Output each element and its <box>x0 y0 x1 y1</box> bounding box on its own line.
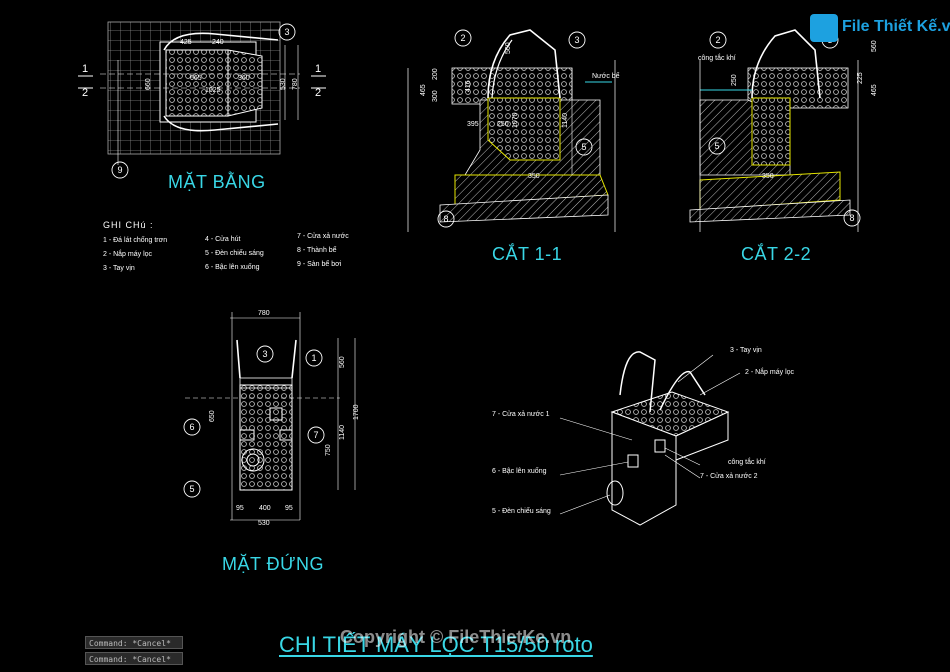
marker-5-s2: 5 <box>714 141 719 151</box>
marker-5-elev: 5 <box>189 484 194 494</box>
dim-s1-560: 560 <box>505 42 512 54</box>
section-mark-1-left: 1 <box>82 63 88 75</box>
view-title-plan: MẶT BẰNG <box>168 172 266 192</box>
dim-plan-530: 530 <box>280 78 287 90</box>
note-item: 1 - Đá lát chống trơn <box>103 237 168 244</box>
dim-s2-250: 250 <box>731 74 738 86</box>
sheet-title: CHI TIẾT MÁY LỌC T15/50 roto <box>279 632 593 657</box>
view-title-section-1-1: CẮT 1-1 <box>492 244 563 264</box>
marker-2-s2: 2 <box>715 35 720 45</box>
command-line-history[interactable]: Command: *Cancel* <box>85 652 183 665</box>
dim-plan-240: 240 <box>212 39 224 46</box>
iso-label-filter-lid: 2 - Nắp máy lọc <box>745 367 795 376</box>
dim-e-400: 400 <box>259 505 271 512</box>
dim-plan-660: 660 <box>145 78 152 90</box>
dim-e-650: 650 <box>209 410 216 422</box>
section-2-2 <box>689 29 859 232</box>
dim-s1-395: 395 <box>467 121 479 128</box>
marker-8-s2: 8 <box>849 213 854 223</box>
command-line-history[interactable]: Command: *Cancel* <box>85 636 183 649</box>
label-air-switch-s2: công tắc khí <box>698 53 736 62</box>
section-mark-2-right: 2 <box>315 87 321 99</box>
notes-heading: GHI CHú : <box>103 220 154 230</box>
note-item: 3 - Tay vịn <box>103 265 135 272</box>
note-item: 8 - Thành bể <box>297 247 337 254</box>
marker-8-s1: 8 <box>443 214 448 224</box>
elevation-view <box>185 312 356 521</box>
dim-s2-225: 225 <box>857 72 864 84</box>
logo-text: File Thiết Kế.vn <box>842 18 950 35</box>
dim-s1-1070: 1070 <box>512 112 519 128</box>
iso-label-handrail: 3 - Tay vịn <box>730 347 762 354</box>
dim-s1-250: 250 <box>497 121 509 128</box>
marker-3-elev: 3 <box>262 349 267 359</box>
view-title-section-2-2: CẮT 2-2 <box>741 244 812 264</box>
marker-2-s1: 2 <box>460 33 465 43</box>
iso-label-air-switch: công tắc khí <box>728 457 766 466</box>
marker-1-elev: 1 <box>311 353 316 363</box>
logo-icon <box>810 14 838 42</box>
dim-s2-350: 350 <box>762 173 774 180</box>
dim-s1-350: 350 <box>528 173 540 180</box>
dim-s1-200: 200 <box>432 68 439 80</box>
marker-6-elev: 6 <box>189 422 194 432</box>
dim-e-95a: 95 <box>236 505 244 512</box>
marker-7-elev: 7 <box>313 430 318 440</box>
dim-e-750: 750 <box>325 444 332 456</box>
dim-e-1140: 1140 <box>339 425 346 440</box>
plan-view <box>100 21 300 165</box>
view-title-elevation: MẶT ĐỨNG <box>222 554 325 574</box>
filethietke-logo: File Thiết Kế.vn <box>810 10 950 46</box>
marker-5-s1: 5 <box>581 142 586 152</box>
dim-plan-1025: 1025 <box>205 87 221 94</box>
dim-e-780: 780 <box>258 310 270 317</box>
dim-s2-560: 560 <box>871 40 878 52</box>
marker-3-plan: 3 <box>284 27 289 37</box>
dim-e-1700: 1700 <box>353 404 360 420</box>
dim-plan-780: 780 <box>292 78 299 90</box>
copyright-watermark: Copyright © FileThietKe.vn <box>340 627 572 647</box>
section-1-1 <box>407 29 616 232</box>
note-item: 2 - Nắp máy lọc <box>103 251 153 258</box>
iso-label-steps: 6 - Bậc lên xuống <box>492 466 547 475</box>
dim-plan-665: 665 <box>190 75 202 82</box>
dim-e-560: 560 <box>339 356 346 368</box>
section-mark-1-right: 1 <box>315 63 321 75</box>
iso-label-outlet-2: 7 - Cửa xả nước 2 <box>700 472 758 480</box>
note-item: 7 - Cửa xả nước <box>297 233 349 240</box>
iso-label-outlet-1: 7 - Cửa xả nước 1 <box>492 410 550 418</box>
dim-s1-300: 300 <box>432 90 439 102</box>
dim-e-530: 530 <box>258 520 270 527</box>
dim-s1-465: 465 <box>420 84 427 96</box>
iso-label-light: 5 - Đèn chiếu sáng <box>492 506 551 515</box>
marker-9-plan: 9 <box>117 165 122 175</box>
dim-s1-1140: 1140 <box>562 113 569 128</box>
section-mark-2-left: 2 <box>82 87 88 99</box>
note-item: 4 - Cửa hút <box>205 236 241 243</box>
note-item: 6 - Bậc lên xuống <box>205 264 260 271</box>
dim-s2-465: 465 <box>871 84 878 96</box>
dim-e-95b: 95 <box>285 505 293 512</box>
note-item: 5 - Đèn chiếu sáng <box>205 250 264 257</box>
dim-plan-425: 425 <box>180 39 192 46</box>
dim-plan-360: 360 <box>238 75 250 82</box>
note-item: 9 - Sàn bể bơi <box>297 261 342 268</box>
label-water-level: Nước bể <box>592 72 620 80</box>
dim-s1-416: 416 <box>465 80 472 92</box>
isometric-view <box>559 351 741 526</box>
marker-3-s1: 3 <box>574 35 579 45</box>
